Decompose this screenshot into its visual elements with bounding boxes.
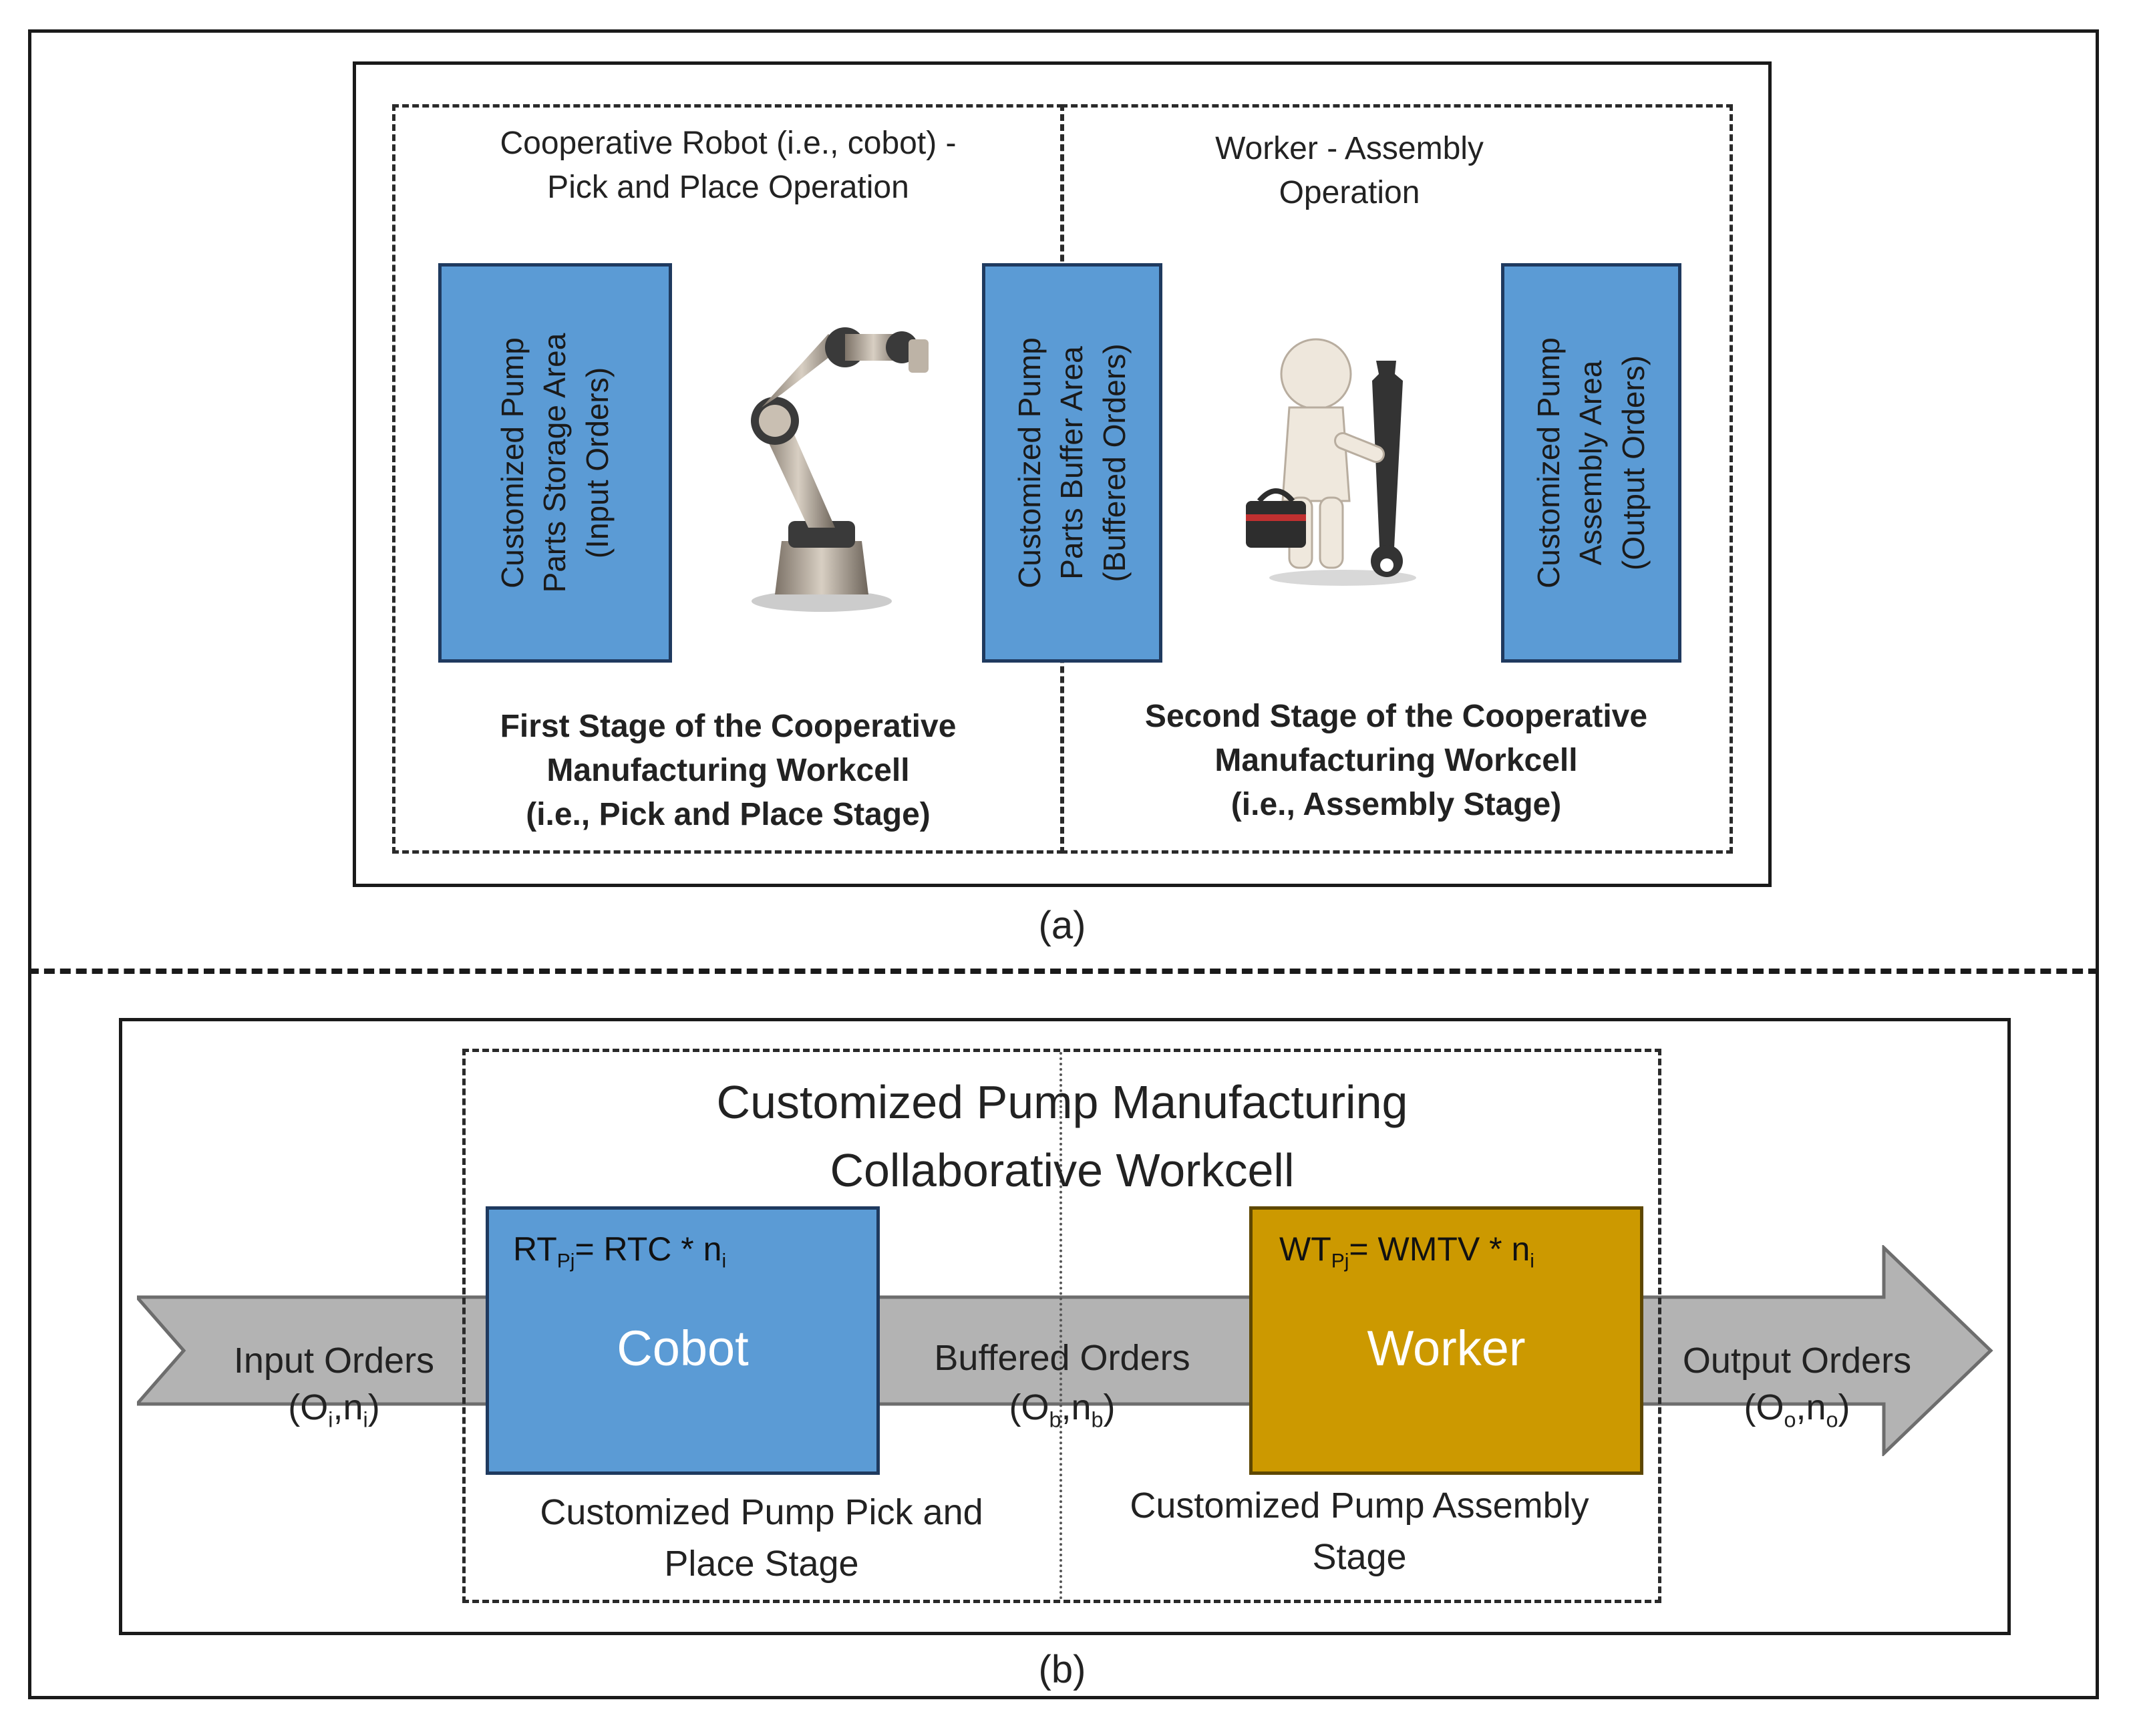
stage2-footer: Second Stage of the Cooperative Manufact… (1144, 699, 1648, 823)
workcell-dashed-region (462, 1049, 1661, 1603)
input-sym-sub2: i (363, 1407, 368, 1432)
output-orders-text: Output Orders (1682, 1341, 1912, 1381)
output-sym-open: (O (1744, 1387, 1784, 1427)
stage1-header: Cooperative Robot (i.e., cobot) - Pick a… (500, 126, 957, 206)
cobot-formula: RTPj= RTC * ni (513, 1230, 726, 1273)
output-orders-label: Output Orders (1650, 1298, 1944, 1381)
worker-label: Worker (1367, 1321, 1526, 1376)
input-orders-symbol: (Oi,ni) (200, 1345, 468, 1432)
input-orders-label: Input Orders (200, 1298, 468, 1381)
cobot-formula-lhs-sub: Pj (556, 1250, 575, 1272)
input-sym-sub1: i (328, 1407, 333, 1432)
panel-divider (28, 969, 2099, 974)
buffered-orders-symbol: (Ob,nb) (895, 1345, 1229, 1432)
input-orders-text: Input Orders (233, 1341, 435, 1381)
buffered-orders-text: Buffered Orders (934, 1338, 1190, 1378)
parts-buffer-area-box: Customized Pump Parts Buffer Area (Buffe… (982, 263, 1162, 663)
cobot-formula-lhs: RT (513, 1230, 557, 1268)
output-sym-sub1: o (1784, 1407, 1796, 1432)
robot-arm-icon (751, 327, 929, 612)
buffered-sym-close: ) (1103, 1387, 1116, 1427)
buffered-sym-open: (O (1009, 1387, 1049, 1427)
panel-a-caption: (a) (1038, 904, 1086, 947)
worker-formula-lhs-sub: Pj (1331, 1250, 1349, 1272)
input-sym-close: ) (367, 1387, 380, 1427)
assembly-stage-caption: Customized Pump Assembly Stage (1130, 1486, 1589, 1577)
output-sym-mid: ,n (1796, 1387, 1826, 1427)
parts-storage-area-label: Customized Pump Parts Storage Area (Inpu… (494, 333, 615, 593)
pick-place-stage-caption: Customized Pump Pick and Place Stage (540, 1492, 983, 1584)
worker-formula: WTPj= WMTV * ni (1279, 1230, 1534, 1273)
parts-buffer-area-label: Customized Pump Parts Buffer Area (Buffe… (1011, 337, 1132, 588)
buffered-sym-sub1: b (1049, 1407, 1061, 1432)
buffered-orders-label: Buffered Orders (895, 1296, 1229, 1379)
figure-frame (28, 29, 2099, 1699)
assembly-area-box: Customized Pump Assembly Area (Output Or… (1501, 263, 1681, 663)
stage1-footer: First Stage of the Cooperative Manufactu… (500, 709, 957, 833)
worker-formula-rhs: = WMTV * n (1349, 1230, 1530, 1268)
input-sym-open: (O (288, 1387, 329, 1427)
cobot-label: Cobot (617, 1321, 749, 1376)
output-sym-sub2: o (1826, 1407, 1838, 1432)
buffered-sym-sub2: b (1091, 1407, 1104, 1432)
worker-formula-lhs: WT (1279, 1230, 1331, 1268)
workcell-title: Customized Pump Manufacturing Collaborat… (716, 1076, 1408, 1196)
buffered-sym-mid: ,n (1061, 1387, 1092, 1427)
cobot-formula-rhs-sub: i (721, 1250, 727, 1272)
input-sym-mid: ,n (333, 1387, 363, 1427)
cobot-formula-rhs: = RTC * n (575, 1230, 722, 1268)
output-sym-close: ) (1838, 1387, 1850, 1427)
panel-b-caption: (b) (1038, 1648, 1086, 1691)
worker-formula-rhs-sub: i (1530, 1250, 1534, 1272)
workcell-stage-divider (1059, 1052, 1062, 1600)
cobot-box: RTPj= RTC * ni Cobot (486, 1206, 880, 1475)
assembly-area-label: Customized Pump Assembly Area (Output Or… (1530, 337, 1651, 588)
worker-box: WTPj= WMTV * ni Worker (1249, 1206, 1643, 1475)
worker-with-wrench-icon (1246, 338, 1416, 586)
stage2-header: Worker - Assembly Operation (1215, 131, 1484, 211)
output-orders-symbol: (Oo,no) (1650, 1345, 1944, 1432)
parts-storage-area-box: Customized Pump Parts Storage Area (Inpu… (438, 263, 672, 663)
